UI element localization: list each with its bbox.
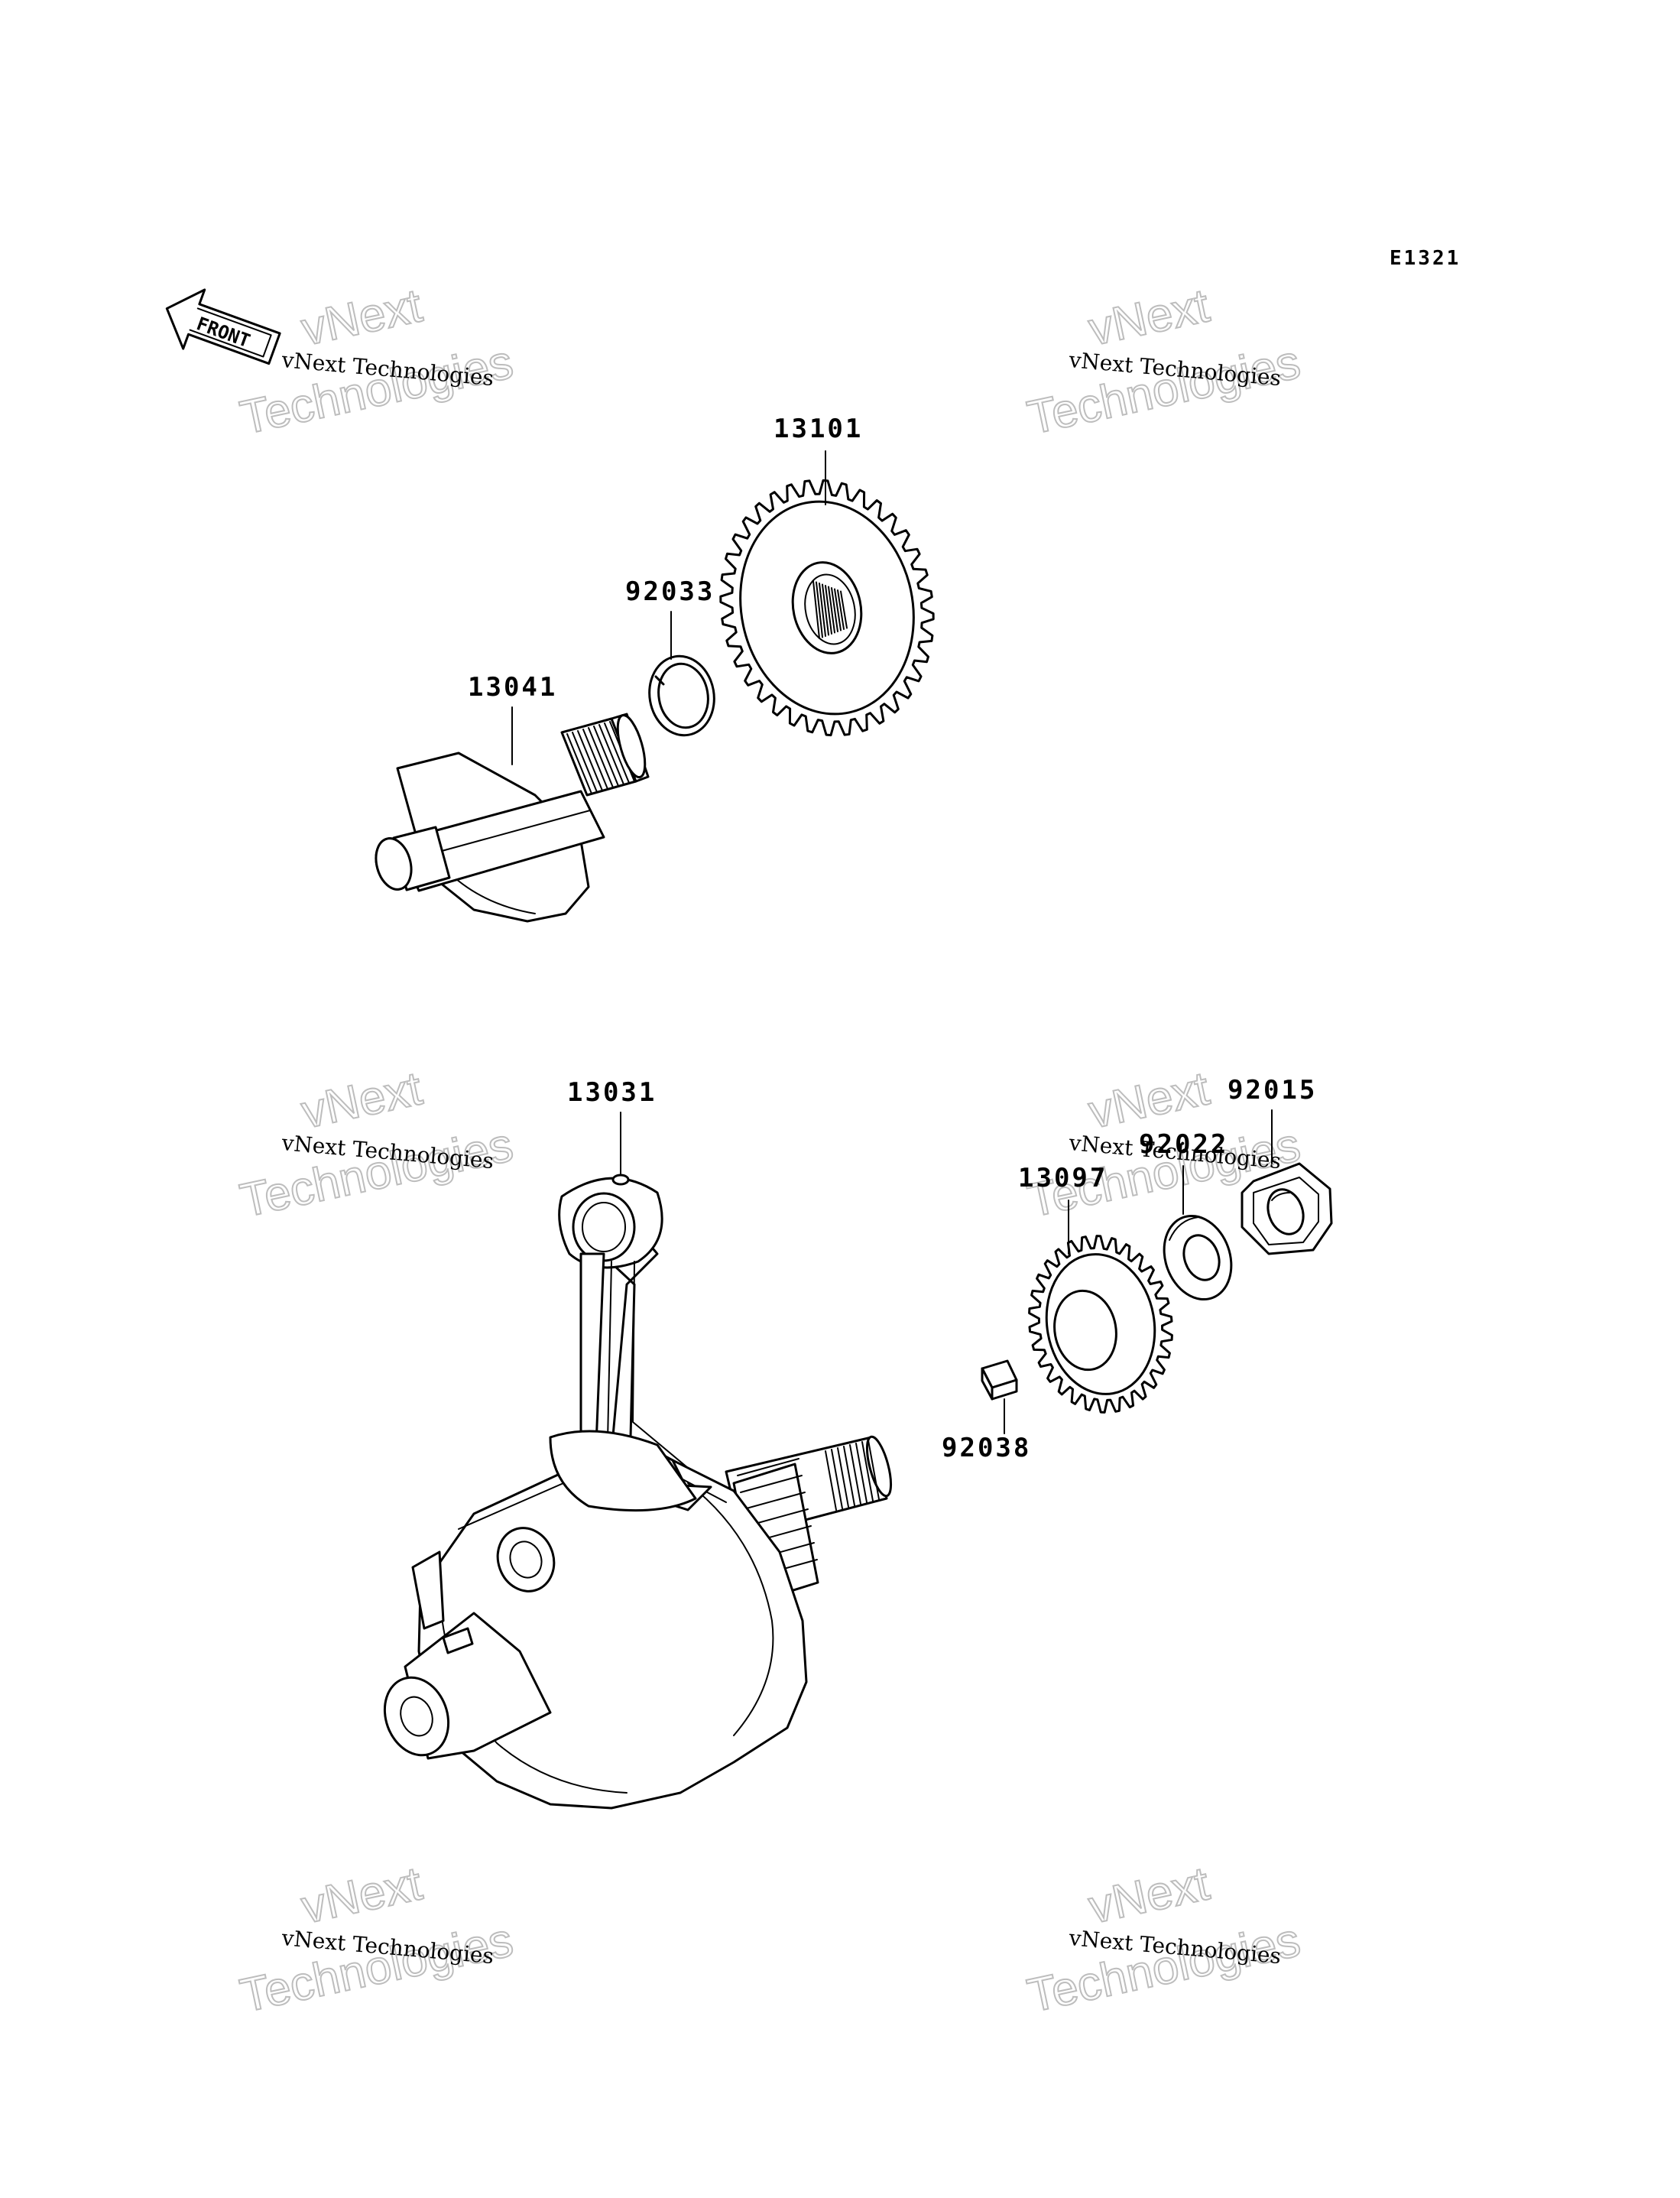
label-92033[interactable]: 92033 (625, 576, 715, 607)
label-92022[interactable]: 92022 (1139, 1129, 1228, 1160)
part-13031-crankshaft[interactable] (375, 1174, 896, 1810)
shaft-spline-line (598, 724, 624, 785)
label-13101[interactable]: 13101 (774, 414, 863, 444)
crank-thread-line (868, 1440, 880, 1500)
crank-thread-line (825, 1450, 837, 1511)
watermark-line3: Technologies (236, 336, 517, 445)
watermark-line2: vNext (1085, 1857, 1214, 1933)
watermark-mid-left: vNext Technologies vNext Technologies (235, 1061, 518, 1228)
gear-spline-line (822, 583, 829, 636)
watermark-line2: vNext (297, 1062, 426, 1138)
shaft-spline-line (588, 727, 614, 788)
watermark-line2: vNext (297, 279, 426, 356)
shaft-spline-line (582, 729, 608, 790)
crank-thread-line (855, 1443, 868, 1503)
watermark-bottom-left: vNext Technologies vNext Technologies (235, 1856, 518, 2023)
crank-gear-tooth (743, 1492, 806, 1510)
shaft-spline-line (593, 726, 619, 787)
part-13041-balancer-shaft[interactable] (371, 713, 650, 923)
shaft-spline-line (566, 733, 592, 794)
gear-spline-line (834, 588, 842, 631)
watermark-line3: Technologies (1023, 336, 1305, 445)
diagram-code: E1321 (1390, 247, 1461, 270)
label-13097[interactable]: 13097 (1018, 1163, 1108, 1193)
watermark-line3: Technologies (1023, 1914, 1305, 2023)
crank-gear-tooth (740, 1475, 803, 1493)
crank-thread-line (831, 1449, 843, 1509)
part-92033-circlip[interactable] (644, 651, 721, 740)
front-arrow-icon: FRONT (165, 288, 281, 365)
watermark-line2: vNext (297, 1857, 426, 1933)
part-13097-gear[interactable] (1028, 1235, 1173, 1414)
crank-thread-line (837, 1447, 849, 1508)
watermark-bottom-right: vNext Technologies vNext Technologies (1023, 1856, 1305, 2023)
watermark-line3: Technologies (236, 1914, 517, 2023)
watermark-line2: vNext (1085, 279, 1214, 356)
shaft-spline-line (604, 722, 630, 784)
part-13101-gear[interactable] (719, 479, 935, 737)
label-92015[interactable]: 92015 (1228, 1075, 1317, 1105)
watermark-top-right: vNext Technologies vNext Technologies (1023, 278, 1305, 445)
watermark-top-left: vNext Technologies vNext Technologies (235, 278, 518, 445)
gear-spline-line (812, 580, 820, 639)
crank-gear-tooth (737, 1458, 799, 1476)
gear-spline-line (816, 581, 823, 638)
gear-spline-line (819, 583, 826, 637)
shaft-spline-line (572, 732, 598, 793)
gear-spline-line (831, 587, 838, 632)
gear-spline-line (840, 590, 848, 629)
gear-spline-line (828, 586, 835, 634)
part-92022-washer[interactable] (1153, 1206, 1242, 1309)
shaft-spline-line (577, 730, 603, 791)
gear-spline-line (825, 585, 832, 635)
label-13031[interactable]: 13031 (567, 1077, 657, 1108)
crank-thread-line (861, 1441, 874, 1502)
gear-spline-line (837, 589, 845, 630)
label-92038[interactable]: 92038 (942, 1433, 1031, 1463)
crank-thread-line (849, 1444, 861, 1505)
part-92038-key[interactable] (981, 1359, 1018, 1401)
watermark-line3: Technologies (236, 1118, 517, 1228)
crank-thread-line (843, 1446, 855, 1506)
label-13041[interactable]: 13041 (468, 672, 557, 703)
watermark-line2: vNext (1085, 1062, 1214, 1138)
part-92015-nut[interactable] (1241, 1162, 1333, 1255)
